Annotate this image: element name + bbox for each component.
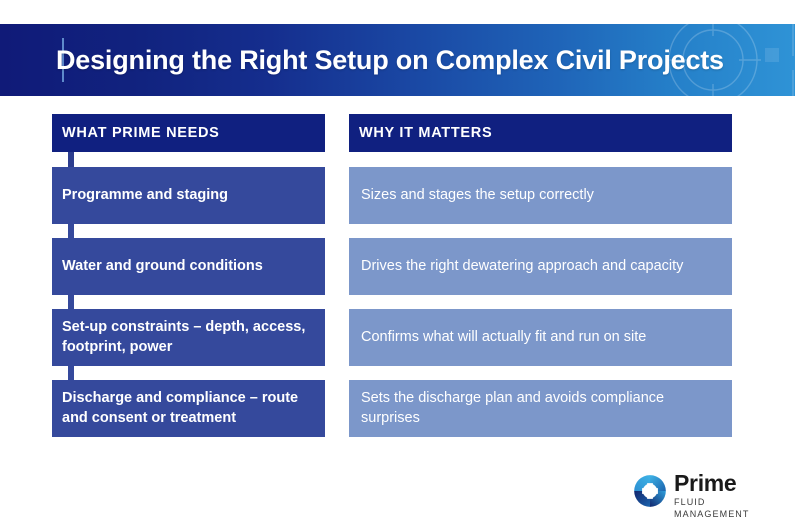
connector-tab (68, 152, 74, 167)
row-label: Confirms what will actually fit and run … (361, 328, 647, 345)
row-label: Programme and staging (62, 186, 228, 203)
table-row[interactable]: Set-up constraints – depth, access, foot… (52, 309, 325, 380)
row-label: Sets the discharge plan and avoids compl… (361, 390, 665, 426)
row-label: Discharge and compliance – route and con… (62, 390, 299, 426)
column-what-prime-needs: WHAT PRIME NEEDS Programme and staging W… (52, 114, 325, 437)
logo-word: Prime (674, 470, 737, 496)
page-title: Designing the Right Setup on Complex Civ… (56, 44, 724, 75)
header-accent-line (62, 38, 64, 82)
rows-why-it-matters: Sizes and stages the setup correctly Dri… (349, 167, 732, 437)
connector-tab (68, 224, 74, 238)
brand-logo: Prime FLUID MANAGEMENT (632, 470, 782, 519)
connector-tab (68, 295, 74, 309)
row-label: Set-up constraints – depth, access, foot… (62, 319, 306, 355)
column-why-it-matters: WHY IT MATTERS Sizes and stages the setu… (349, 114, 732, 437)
logo-wordmark: Prime FLUID MANAGEMENT (674, 470, 782, 520)
rows-what-prime-needs: Programme and staging Water and ground c… (52, 167, 325, 437)
header-banner: Designing the Right Setup on Complex Civ… (0, 24, 795, 96)
table-row[interactable]: Water and ground conditions (52, 238, 325, 309)
column-header-why-it-matters: WHY IT MATTERS (349, 114, 732, 152)
comparison-table: WHAT PRIME NEEDS Programme and staging W… (0, 114, 795, 454)
row-label: Sizes and stages the setup correctly (361, 186, 594, 203)
table-row[interactable]: Sizes and stages the setup correctly (349, 167, 732, 224)
table-row[interactable]: Programme and staging (52, 167, 325, 238)
row-label: Drives the right dewatering approach and… (361, 257, 684, 274)
row-label: Water and ground conditions (62, 257, 263, 274)
logo-subtitle: FLUID MANAGEMENT (674, 497, 750, 519)
table-row[interactable]: Confirms what will actually fit and run … (349, 309, 732, 366)
table-row[interactable]: Sets the discharge plan and avoids compl… (349, 380, 732, 437)
column-header-what-prime-needs: WHAT PRIME NEEDS (52, 114, 325, 152)
pinwheel-logo-icon (634, 475, 666, 507)
table-row[interactable]: Drives the right dewatering approach and… (349, 238, 732, 295)
connector-tab (68, 366, 74, 380)
table-row[interactable]: Discharge and compliance – route and con… (52, 380, 325, 437)
